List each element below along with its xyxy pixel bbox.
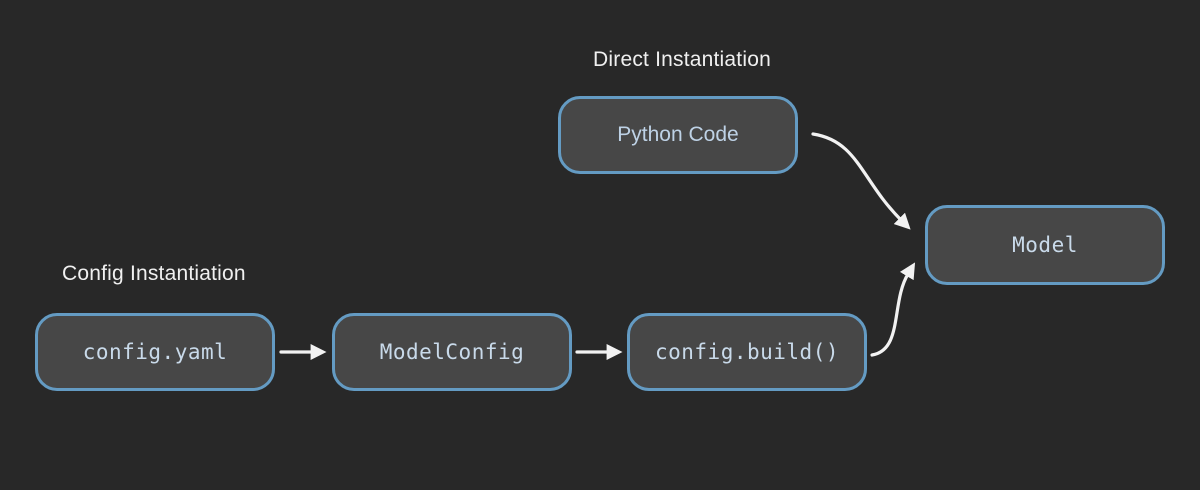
node-model-config: ModelConfig (332, 313, 572, 391)
node-python-code: Python Code (558, 96, 798, 174)
arrow-config-build-to-model (870, 262, 916, 357)
node-model-config-label: ModelConfig (379, 340, 525, 364)
node-model: Model (925, 205, 1165, 285)
node-config-build: config.build() (627, 313, 867, 391)
direct-instantiation-label: Direct Instantiation (593, 48, 771, 71)
node-model-label: Model (1012, 233, 1078, 257)
node-config-yaml-label: config.yaml (82, 340, 228, 364)
arrow-python-code-to-model (811, 132, 911, 230)
node-config-yaml: config.yaml (35, 313, 275, 391)
node-python-code-label: Python Code (617, 123, 739, 146)
node-config-build-label: config.build() (654, 340, 839, 364)
config-instantiation-label: Config Instantiation (62, 262, 246, 285)
